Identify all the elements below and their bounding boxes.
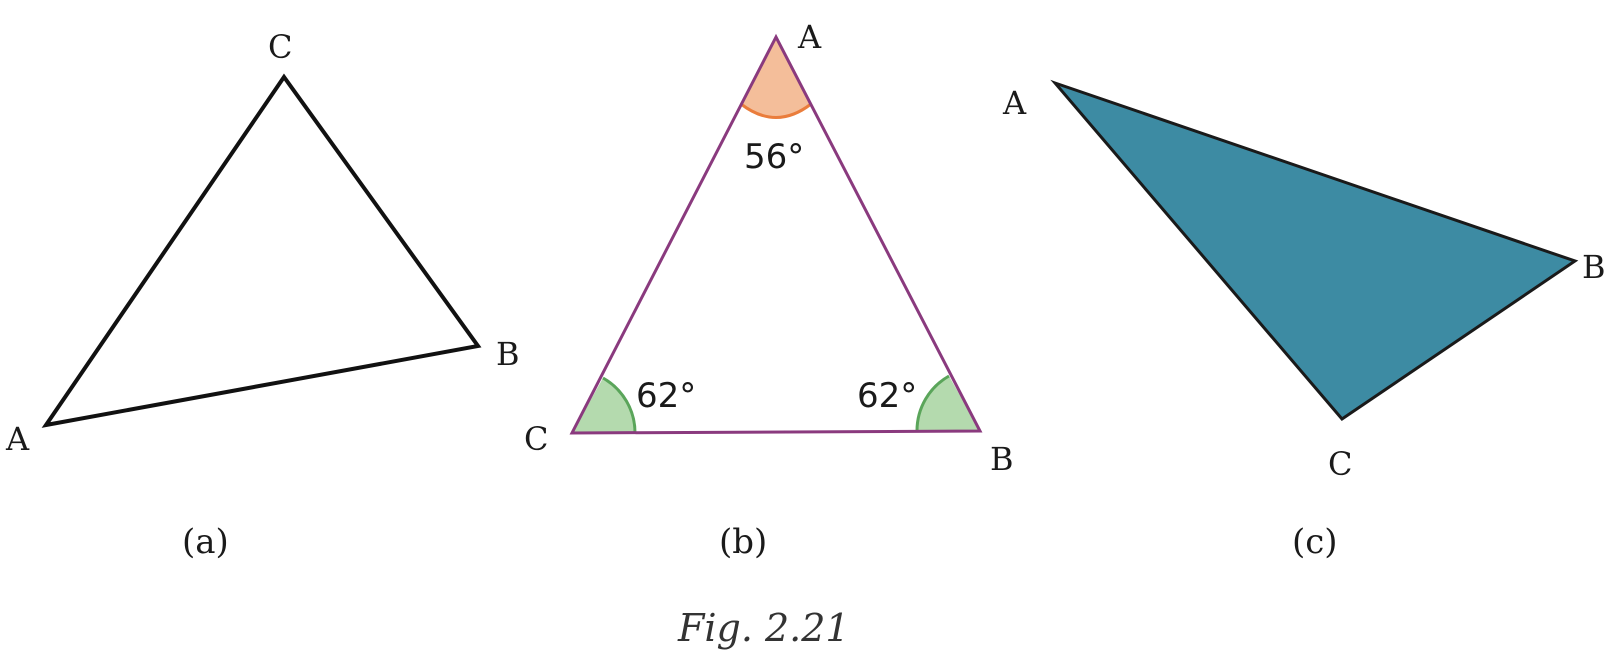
triangle-c	[1050, 79, 1579, 421]
figure-caption: Fig. 2.21	[677, 606, 850, 650]
angle-label-b: 62°	[857, 376, 917, 416]
angle-arc-b	[916, 376, 980, 431]
triangle-a-group: C B A (a)	[5, 28, 520, 562]
angle-arc-a-edge	[740, 102, 812, 119]
triangle-a-vertex-b: B	[496, 335, 520, 373]
triangle-a-vertex-a: A	[5, 420, 30, 458]
triangle-a-vertex-c: C	[268, 28, 292, 66]
angle-arc-c	[572, 378, 636, 433]
triangle-c-vertex-b: B	[1582, 248, 1606, 286]
angle-arc-c-edge	[602, 376, 637, 434]
triangle-b-vertex-a: A	[797, 18, 822, 56]
angle-arc-a	[741, 37, 811, 118]
panel-label-c: (c)	[1292, 522, 1338, 562]
triangle-c-vertex-c: C	[1328, 445, 1352, 483]
panel-label-b: (b)	[719, 522, 767, 562]
triangle-b-group: A C B 56° 62° 62° (b)	[524, 18, 1014, 562]
triangle-c-vertex-a: A	[1002, 84, 1027, 122]
triangle-b	[569, 33, 983, 435]
triangle-b-vertex-c: C	[524, 420, 548, 458]
triangle-b-vertex-b: B	[990, 440, 1014, 478]
triangle-c-group: A B C (c)	[1002, 79, 1606, 562]
triangle-a	[41, 73, 482, 428]
angle-label-a: 56°	[744, 137, 804, 177]
angle-label-c: 62°	[636, 376, 696, 416]
panel-label-a: (a)	[182, 522, 229, 562]
angle-arc-b-edge	[915, 374, 950, 432]
